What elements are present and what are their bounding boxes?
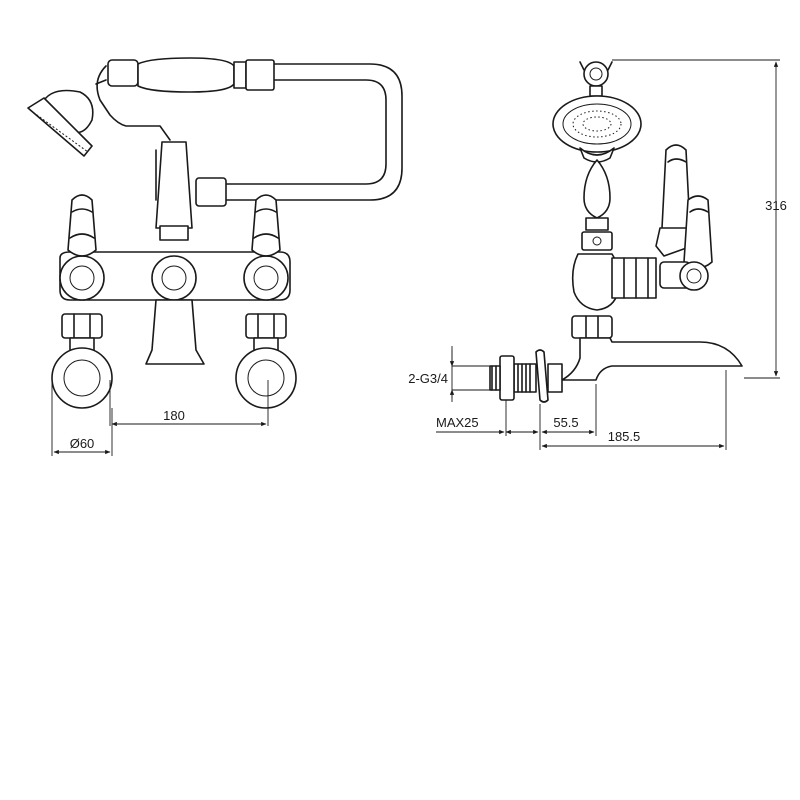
left-lever-handle — [67, 194, 97, 257]
wall-inlet — [489, 349, 563, 403]
side-shower-head — [552, 95, 642, 163]
diameter-label: Ø60 — [70, 436, 95, 451]
mixer-body — [59, 251, 291, 301]
dimension-185-5: 185.5 — [539, 370, 727, 450]
max-label: MAX25 — [436, 415, 479, 430]
dimension-55-5: 55.5 — [541, 384, 597, 436]
dimension-thread: 2-G3/4 — [408, 346, 490, 402]
hook — [579, 61, 613, 97]
front-spout — [145, 299, 205, 365]
spacing-label: 180 — [163, 408, 185, 423]
side-handset-body — [581, 159, 613, 251]
height-label: 316 — [765, 198, 787, 213]
dimension-180: 180 — [109, 380, 269, 427]
dimension-316: 316 — [612, 59, 787, 379]
offset-label: 55.5 — [553, 415, 578, 430]
side-view: 316 2-G3/4 MAX25 55.5 — [408, 59, 787, 450]
hose-loop — [195, 63, 403, 207]
left-union-leg — [51, 313, 113, 409]
thread-label: 2-G3/4 — [408, 371, 448, 386]
side-lever-front — [659, 195, 713, 291]
side-body — [571, 253, 657, 339]
handset — [95, 57, 275, 141]
front-view: 180 Ø60 — [27, 57, 403, 456]
front-shower-head — [27, 89, 94, 157]
dimension-max25: MAX25 — [436, 400, 541, 436]
right-lever-handle — [251, 194, 281, 257]
side-spout — [561, 337, 743, 381]
side-lever-rear — [655, 144, 693, 257]
projection-label: 185.5 — [608, 429, 641, 444]
right-union-leg — [235, 313, 297, 409]
central-column — [155, 141, 193, 241]
dimension-diameter: Ø60 — [51, 380, 113, 456]
